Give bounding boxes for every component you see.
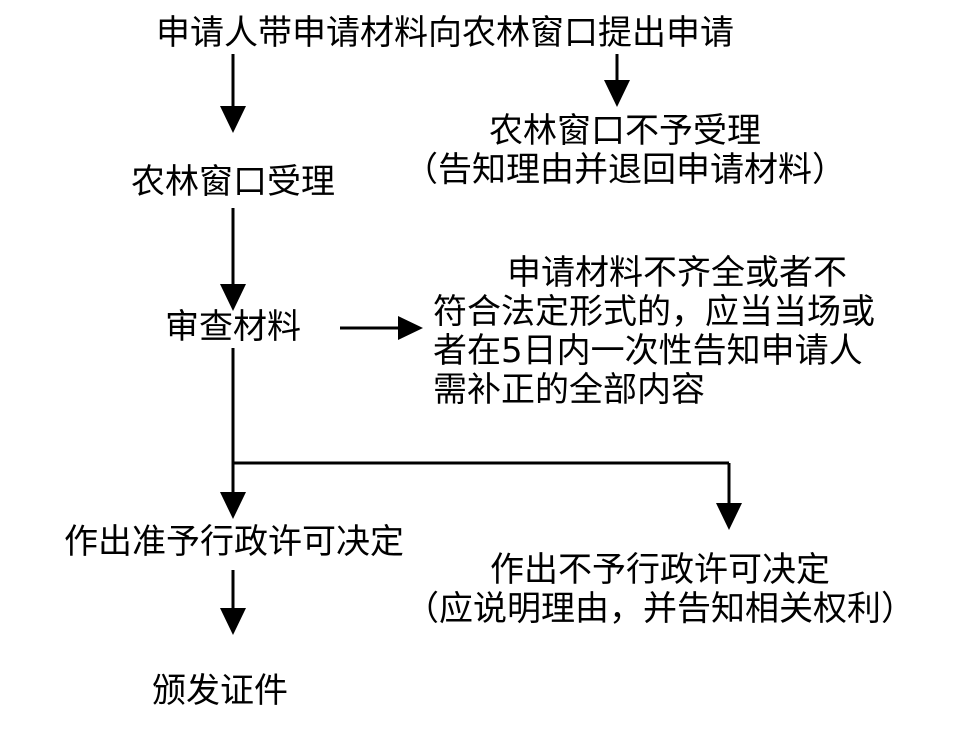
- node-issue-certificate-text: 颁发证件: [152, 671, 288, 711]
- node-incomplete-materials-line-1: 申请材料不齐全或者不: [507, 253, 847, 293]
- node-deny-decision: 作出不予行政许可决定 （应说明理由，并告知相关权利）: [380, 550, 940, 630]
- node-submit-application: 申请人带申请材料向农林窗口提出申请: [130, 13, 760, 53]
- arrowhead-to-deny: [716, 503, 742, 530]
- node-review-materials-text: 审查材料: [165, 307, 301, 347]
- node-window-not-accepted: 农林窗口不予受理 （告知理由并退回申请材料）: [400, 111, 850, 191]
- node-review-materials: 审查材料: [150, 307, 316, 347]
- node-incomplete-materials-line-2: 符合法定形式的，应当当场或: [433, 292, 875, 333]
- node-deny-decision-note: （应说明理由，并告知相关权利）: [405, 589, 915, 630]
- node-window-not-accepted-note: （告知理由并退回申请材料）: [404, 150, 846, 191]
- arrowhead-to-issue: [220, 608, 246, 635]
- node-window-accepted: 农林窗口受理: [95, 162, 371, 202]
- arrowhead-to-approve: [220, 492, 246, 519]
- node-window-not-accepted-title: 农林窗口不予受理: [489, 111, 761, 151]
- arrowhead-to-reject: [604, 80, 630, 107]
- arrowhead-to-review: [220, 284, 246, 311]
- node-incomplete-materials-line-3: 者在5日内一次性告知申请人: [433, 331, 863, 372]
- node-deny-decision-title: 作出不予行政许可决定: [490, 550, 830, 590]
- node-grant-decision: 作出准予行政许可决定: [40, 522, 428, 562]
- arrowhead-to-incomplete: [398, 316, 423, 340]
- node-incomplete-materials-line-4: 需补正的全部内容: [433, 370, 705, 411]
- node-submit-application-text: 申请人带申请材料向农林窗口提出申请: [156, 13, 734, 53]
- arrowhead-to-accept: [220, 106, 246, 133]
- node-grant-decision-text: 作出准予行政许可决定: [64, 522, 404, 562]
- node-incomplete-materials: 申请材料不齐全或者不 符合法定形式的，应当当场或 者在5日内一次性告知申请人 需…: [433, 253, 933, 411]
- node-issue-certificate: 颁发证件: [120, 671, 320, 711]
- node-window-accepted-text: 农林窗口受理: [131, 162, 335, 202]
